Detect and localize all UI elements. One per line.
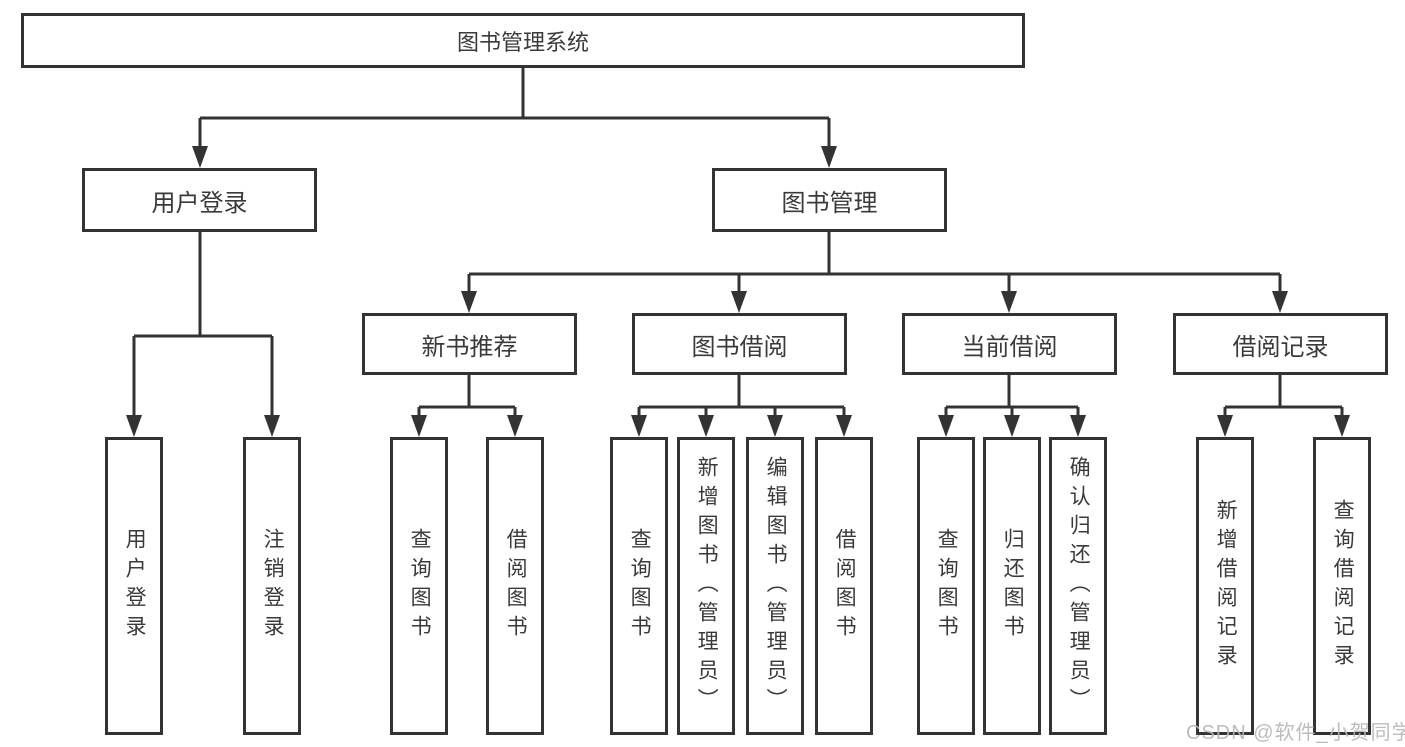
leaf-logout: 注销登录 bbox=[243, 437, 301, 735]
node-label: 图书借阅 bbox=[691, 333, 788, 361]
node-borrow-records: 借阅记录 bbox=[1173, 313, 1388, 375]
leaf-label: 借阅图书 bbox=[833, 528, 857, 644]
leaf-return-books: 归还图书 bbox=[983, 437, 1041, 735]
leaf-label: 借阅图书 bbox=[504, 528, 528, 644]
node-label: 图书管理系统 bbox=[456, 29, 589, 55]
leaf-label: 查询借阅记录 bbox=[1331, 499, 1355, 673]
leaf-label: 新增借阅记录 bbox=[1214, 499, 1238, 673]
leaf-add-borrow-record: 新增借阅记录 bbox=[1196, 437, 1254, 735]
leaf-label: 新增图书（管理员） bbox=[695, 455, 719, 717]
node-label: 当前借阅 bbox=[961, 333, 1058, 361]
node-current-borrow: 当前借阅 bbox=[902, 313, 1117, 375]
node-label: 借阅记录 bbox=[1232, 333, 1329, 361]
node-label: 图书管理 bbox=[781, 189, 878, 217]
leaf-borrow-books: 借阅图书 bbox=[815, 437, 873, 735]
node-book-borrow: 图书借阅 bbox=[632, 313, 847, 375]
leaf-query-books-current: 查询图书 bbox=[917, 437, 975, 735]
leaf-label: 查询图书 bbox=[628, 528, 652, 644]
leaf-label: 查询图书 bbox=[408, 528, 432, 644]
node-user-login: 用户登录 bbox=[82, 168, 317, 232]
leaf-user-login: 用户登录 bbox=[105, 437, 163, 735]
leaf-query-books-borrow: 查询图书 bbox=[610, 437, 668, 735]
node-book-management: 图书管理 bbox=[712, 168, 947, 232]
leaf-query-books-recommend: 查询图书 bbox=[390, 437, 448, 735]
leaf-confirm-return-admin: 确认归还（管理员） bbox=[1049, 437, 1107, 735]
leaf-label: 归还图书 bbox=[1001, 528, 1025, 644]
node-label: 新书推荐 bbox=[421, 333, 518, 361]
leaf-add-books-admin: 新增图书（管理员） bbox=[677, 437, 735, 735]
leaf-label: 编辑图书（管理员） bbox=[764, 455, 788, 717]
leaf-label: 注销登录 bbox=[261, 528, 285, 644]
node-label: 用户登录 bbox=[151, 189, 248, 217]
node-new-book-recommend: 新书推荐 bbox=[362, 313, 577, 375]
leaf-label: 确认归还（管理员） bbox=[1067, 455, 1091, 717]
leaf-label: 用户登录 bbox=[123, 528, 147, 644]
leaf-edit-books-admin: 编辑图书（管理员） bbox=[746, 437, 804, 735]
leaf-borrow-books-recommend: 借阅图书 bbox=[486, 437, 544, 735]
csdn-watermark: CSDN @软件_小贺同学 bbox=[1186, 722, 1405, 744]
node-library-management-system: 图书管理系统 bbox=[21, 13, 1025, 68]
leaf-query-borrow-record: 查询借阅记录 bbox=[1313, 437, 1371, 735]
leaf-label: 查询图书 bbox=[935, 528, 959, 644]
arrowheads bbox=[126, 146, 1350, 437]
